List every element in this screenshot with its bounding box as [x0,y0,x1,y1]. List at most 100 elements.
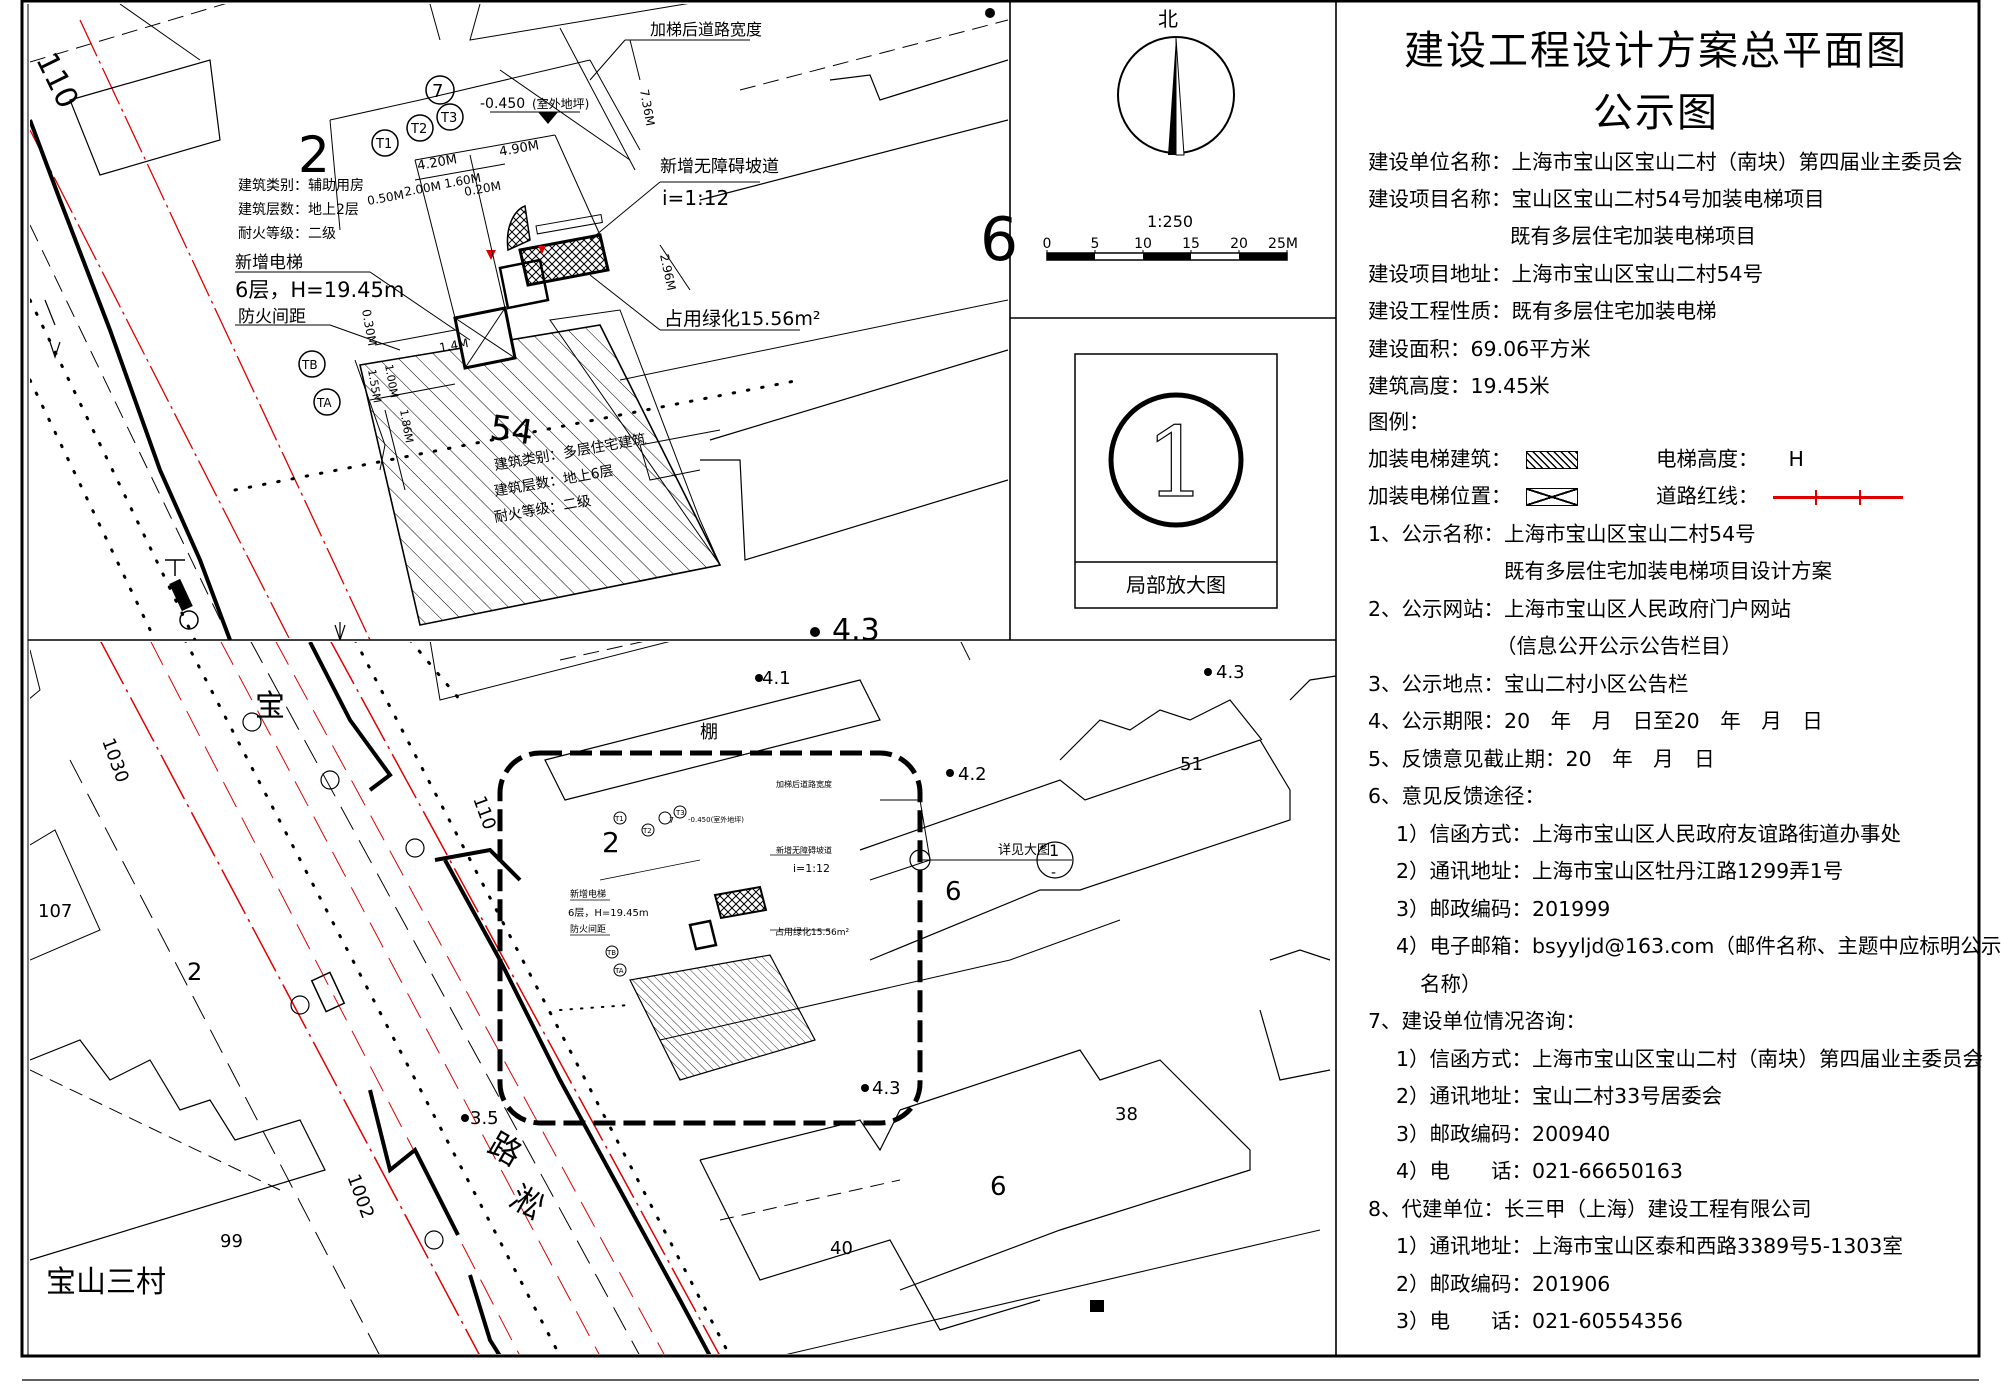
svg-text:4.1: 4.1 [762,668,791,689]
svg-text:2: 2 [187,958,202,986]
svg-text:6层，H=19.45m: 6层，H=19.45m [568,907,649,919]
label-green-area: 占用绿化15.56m² [664,308,821,330]
detail-view [30,4,1008,640]
svg-text:1002: 1002 [343,1171,378,1221]
label-new-ramp: 新增无障碍坡道 [660,157,779,177]
svg-text:TB: TB [301,358,318,372]
svg-text:99: 99 [220,1231,243,1252]
svg-text:4.3: 4.3 [832,613,880,648]
label-road-width: 加梯后道路宽度 [650,20,762,39]
label-elevator-height: 6层，H=19.45m [235,278,404,302]
svg-text:51: 51 [1180,754,1203,775]
panel-subtitle: 公示图 [1593,90,1719,136]
detail-building-6-number: 6 [980,205,1018,275]
svg-text:TA: TA [316,396,332,410]
build-height: 建筑高度：19.45米 [1368,374,1550,398]
legend-elevator-building: 加装电梯建筑： [1368,447,1578,471]
svg-text:2: 2 [602,826,620,859]
project-name-2: 既有多层住宅加装电梯项目 [1510,224,1756,248]
svg-text:TB: TB [606,949,616,957]
panel-title: 建设工程设计方案总平面图 [1404,28,1908,74]
legend-road-redline: 道路红线： [1656,484,1903,508]
notice-3: 3、公示地点：宝山二村小区公告栏 [1368,672,1689,696]
svg-text:4.90M: 4.90M [498,138,540,160]
label-new-elevator: 新增电梯 [235,253,303,273]
scale-tick-label: 15 [1182,236,1200,252]
detail-caption: 局部放大图 [1126,573,1226,597]
svg-text:1.86M: 1.86M [397,408,416,444]
svg-text:i=1:12: i=1:12 [793,862,830,875]
svg-text:淞: 淞 [504,1178,551,1227]
svg-text:1.4M: 1.4M [438,336,469,355]
svg-text:1.60M: 1.60M [443,171,482,191]
svg-text:-0.450(室外地坪): -0.450(室外地坪) [688,815,744,824]
svg-text:4.2: 4.2 [958,764,987,785]
svg-text:40: 40 [830,1238,853,1259]
hatch-swatch-icon [1525,451,1578,469]
svg-text:TA: TA [614,967,624,975]
label-elevation: -0.450 [480,96,525,112]
scale-bar: 1:250 0 5 10 15 20 25M [1043,212,1298,261]
legend-heading: 图例： [1368,410,1430,434]
detail-legend-box: 1 局部放大图 [1074,353,1278,609]
construction-unit: 建设单位名称：上海市宝山区宝山二村（南块）第四届业主委员会 [1368,150,1963,174]
svg-text:T3: T3 [675,809,685,817]
village-label: 宝山三村 [46,1265,166,1300]
svg-text:7: 7 [669,816,674,825]
svg-text:107: 107 [38,901,72,922]
detail-building-54-number: 54 [487,408,535,454]
build-area: 建设面积：69.06平方米 [1368,337,1591,361]
label-ramp-slope: i=1:12 [662,186,729,210]
notice-panel: 建设工程设计方案总平面图 公示图 建设单位名称：上海市宝山区宝山二村（南块）第四… [1338,4,2001,1356]
svg-text:1: 1 [1049,841,1059,860]
notice-6: 6、意见反馈途径： [1368,784,1546,808]
svg-text:1.00M: 1.00M [382,363,401,399]
scale-tick-label: 5 [1091,236,1100,252]
svg-text:T3: T3 [440,111,457,126]
svg-text:2.00M: 2.00M [403,179,442,199]
svg-text:1.55M: 1.55M [365,368,384,404]
notice-2: 2、公示网站：上海市宝山区人民政府门户网站 [1368,597,1792,621]
project-name: 建设项目名称：宝山区宝山二村54号加装电梯项目 [1368,187,1825,211]
cross-swatch-icon [1525,488,1578,506]
svg-text:110: 110 [468,793,499,832]
svg-text:4.3: 4.3 [1216,662,1245,683]
notice-7: 7、建设单位情况咨询： [1368,1009,1587,1033]
site-view [30,642,1336,1354]
svg-text:0.50M: 0.50M [366,188,405,208]
svg-text:新增电梯: 新增电梯 [570,888,606,900]
ramp-hatch [518,233,610,287]
scale-tick-label: 0 [1043,236,1052,252]
svg-text:7.36M: 7.36M [637,88,657,127]
svg-text:7: 7 [432,81,443,102]
svg-text:T2: T2 [410,122,427,137]
svg-text:路: 路 [482,1125,529,1174]
detail-building-2-number: 2 [298,126,330,184]
svg-text:建筑类别：辅助用房: 建筑类别：辅助用房 [238,178,364,194]
redline-swatch-icon [1772,489,1903,505]
svg-text:-: - [1051,865,1056,881]
outer-frame [20,0,1981,1358]
detail-road-110: 110 [28,47,85,114]
scale-tick-label: 10 [1134,236,1152,252]
feedback-email: 4）电子邮箱：bsyyljd@163.com（邮件名称、主题中应标明公示 [1396,934,2001,958]
svg-text:宝: 宝 [255,689,285,724]
svg-text:6: 6 [990,1172,1007,1202]
svg-text:1:250: 1:250 [1147,212,1193,231]
svg-text:详见大图: 详见大图 [998,843,1050,858]
svg-text:6: 6 [945,877,962,907]
svg-text:棚: 棚 [700,722,718,743]
svg-text:38: 38 [1115,1104,1138,1125]
svg-text:耐火等级：二级: 耐火等级：二级 [238,225,336,242]
svg-text:防火间距: 防火间距 [570,923,606,935]
svg-text:4.3: 4.3 [872,1078,901,1099]
svg-text:T1: T1 [375,137,392,152]
svg-text:(室外地坪): (室外地坪) [532,96,589,111]
svg-text:北: 北 [1158,7,1178,31]
label-fire-spacing: 防火间距 [238,307,306,327]
svg-text:4.20M: 4.20M [416,152,458,174]
scale-tick-label: 25M [1268,236,1298,252]
scale-tick-label: 20 [1230,236,1248,252]
notice-1: 1、公示名称：上海市宝山区宝山二村54号 [1368,522,1756,546]
